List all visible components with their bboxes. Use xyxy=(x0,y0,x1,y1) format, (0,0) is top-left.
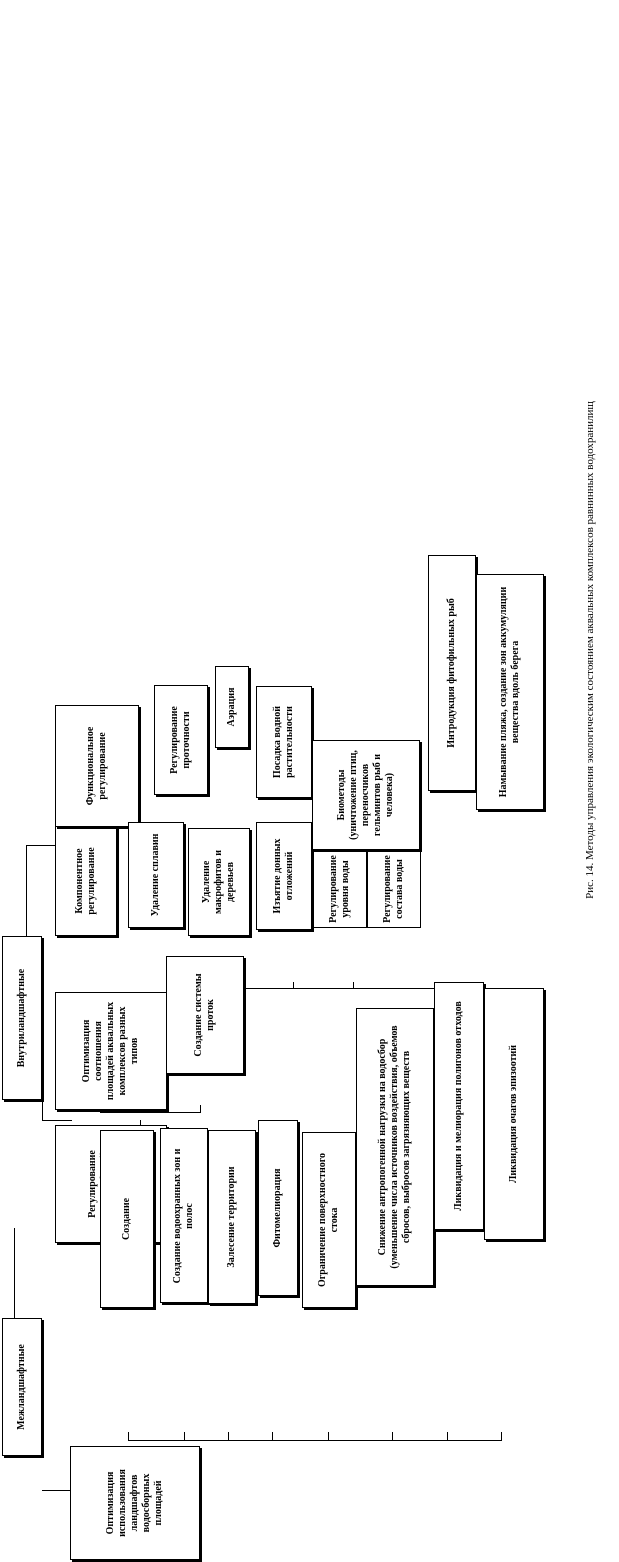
node-label: Биометоды (уничтожение птиц, переносчико… xyxy=(336,750,395,840)
connector-line xyxy=(293,982,294,989)
node-component-regulation: Компонентное регулирование xyxy=(55,826,117,936)
node-flow-regulation: Регулирование проточности xyxy=(154,685,208,795)
node-phytophilous-fish: Интродукция фитофильных рыб xyxy=(428,555,476,791)
node-label: Создание xyxy=(121,1197,132,1241)
connector-line xyxy=(447,1432,448,1441)
connector-line xyxy=(353,982,354,989)
node-macrophytes-removal: Удаление макрофитов и деревьев xyxy=(188,828,250,936)
node-label: Ликвидация очагов эпизоотий xyxy=(508,1044,519,1184)
node-composition-regulation: Регулирование состава воды xyxy=(367,850,421,928)
node-label: Создание водоохранных зон и полос xyxy=(172,1148,195,1283)
node-label: Удаление макрофитов и деревьев xyxy=(201,850,236,914)
node-label: Регулирование проточности xyxy=(169,706,192,774)
node-biomethods: Биометоды (уничтожение птиц, переносчико… xyxy=(312,740,420,850)
connector-line xyxy=(26,845,27,937)
node-aeration: Аэрация xyxy=(215,666,249,748)
node-beach-creation: Намывание пляжа, создание зон аккумуляци… xyxy=(476,574,544,810)
connector-line xyxy=(42,1120,72,1121)
node-functional-regulation: Функциональное регулирование xyxy=(55,705,139,827)
connector-line xyxy=(328,1432,329,1441)
node-label: Интродукция фитофильных рыб xyxy=(446,598,457,748)
node-label: Регулирование уровня воды xyxy=(328,855,351,923)
node-afforestation: Залесение территории xyxy=(208,1130,256,1304)
connector-line xyxy=(128,1432,129,1441)
node-label: Снижение антропогенной нагрузки на водос… xyxy=(377,1025,412,1269)
node-label: Внутриландшафтные xyxy=(16,968,27,1068)
connector-line xyxy=(200,1105,201,1113)
node-label: Намывание пляжа, создание зон аккумуляци… xyxy=(498,586,521,798)
connector-line xyxy=(42,1490,70,1491)
node-optimization-area-ratio: Оптимизация соотношения площадей аквальн… xyxy=(55,992,167,1110)
node-label: Регулирование состава воды xyxy=(382,855,405,923)
node-sediment-removal: Изъятие донных отложений xyxy=(256,822,312,930)
node-label: Фитомелиорация xyxy=(272,1168,283,1248)
node-water-level-regulation: Регулирование уровня воды xyxy=(313,850,367,928)
node-phytomelioration: Фитомелиорация xyxy=(258,1120,298,1296)
connector-line xyxy=(128,1440,502,1441)
node-label: Функциональное регулирование xyxy=(85,726,108,806)
connector-line xyxy=(26,845,56,846)
node-label: Аэрация xyxy=(226,687,237,727)
connector-line xyxy=(184,1432,185,1441)
node-label: Залесение территории xyxy=(226,1166,237,1268)
node-label: Ограничение поверхностного стока xyxy=(317,1152,340,1288)
node-label: Удаление сплавин xyxy=(150,833,161,917)
node-label: Изъятие донных отложений xyxy=(272,838,295,914)
node-sapropel-removal: Удаление сплавин xyxy=(128,822,184,928)
connector-line xyxy=(14,1228,15,1320)
connector-line xyxy=(42,950,43,1120)
node-anthropogenic-load: Снижение антропогенной нагрузки на водос… xyxy=(356,1008,434,1286)
node-epizootic-liquidation: Ликвидация очагов эпизоотий xyxy=(484,988,544,1240)
node-label: Компонентное регулирование xyxy=(74,847,97,915)
connector-line xyxy=(100,1112,200,1113)
node-channel-system: Создание системы проток xyxy=(166,956,244,1074)
connector-line xyxy=(245,988,511,989)
connector-line xyxy=(501,1432,502,1441)
node-mezhlandshaftnye: Межландшафтные xyxy=(2,1318,42,1456)
node-label: Посадка водной растительности xyxy=(272,705,295,779)
node-creation: Создание xyxy=(100,1130,154,1308)
node-label: Создание системы проток xyxy=(193,973,216,1057)
node-aquatic-planting: Посадка водной растительности xyxy=(256,686,312,798)
node-label: Оптимизация соотношения площадей аквальн… xyxy=(81,1001,140,1101)
node-protection-zones: Создание водоохранных зон и полос xyxy=(160,1128,208,1303)
node-label: Межландшафтные xyxy=(16,1344,27,1430)
node-label: Ликвидация и мелиорация полигонов отходо… xyxy=(453,1001,464,1211)
node-vnutrilandshaftnye: Внутриландшафтные xyxy=(2,936,42,1100)
node-label: Оптимизация использования ландшафтов вод… xyxy=(105,1469,164,1537)
connector-line xyxy=(272,1432,273,1441)
figure-caption: Рис. 14. Методы управления экологическим… xyxy=(584,401,596,899)
node-surface-runoff: Ограничение поверхностного стока xyxy=(302,1132,356,1308)
connector-line xyxy=(392,1432,393,1441)
node-optimization-root: Оптимизация использования ландшафтов вод… xyxy=(70,1446,200,1560)
node-landfill-liquidation: Ликвидация и мелиорация полигонов отходо… xyxy=(434,982,484,1230)
connector-line xyxy=(228,1432,229,1441)
